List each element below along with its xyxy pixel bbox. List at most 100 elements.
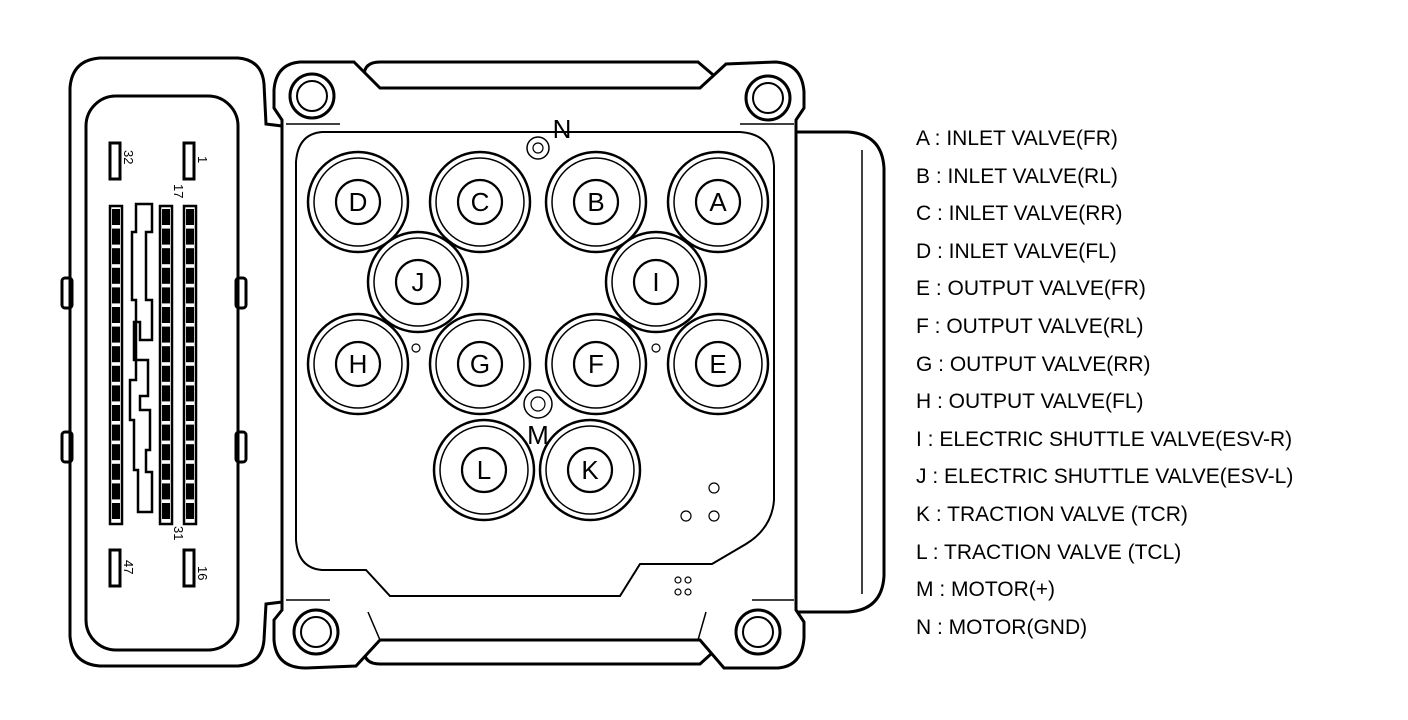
pin-contact [186,463,194,480]
connector-outer-shell [68,56,284,668]
valve-coil-ring [611,237,701,327]
pin-contact [162,326,170,343]
legend-item-j: J : ELECTRIC SHUTTLE VALVE(ESV-L) [916,465,1294,489]
connector-pin-rows [108,204,198,526]
valve-label-c: C [471,187,490,217]
mount-hole-bottom-left [300,616,332,648]
pin-contact [112,483,120,500]
valve-legend: A : INLET VALVE(FR) B : INLET VALVE(RL) … [916,120,1396,646]
valve-k: K [538,418,642,522]
pin-contact [186,209,194,225]
pin-contact [186,483,194,500]
valve-b: B [544,150,648,254]
motor-plus-terminal-inner [530,396,546,412]
pin-contact [112,267,120,284]
valve-label-j: J [412,267,425,297]
valve-l: L [432,418,536,522]
pin-contact [112,503,120,519]
motor-housing [778,130,886,614]
pin-contact [162,503,170,519]
valve-label-f: F [588,349,604,379]
legend-item-h: H : OUTPUT VALVE(FL) [916,390,1144,414]
pin-row-right [182,204,198,526]
pin-contact [112,365,120,382]
pin-contact [112,346,120,363]
pin-contact [186,385,194,402]
connector-clip-right-bottom [234,430,248,464]
mount-hole-top-right [752,82,784,114]
connector-clip-left-top [60,276,74,310]
pin-contact [162,287,170,304]
valve-stem-cap [460,446,508,494]
valve-stem-cap [694,178,742,226]
motor-gnd-marker: N [553,114,572,144]
pin-contact [162,483,170,500]
pin-1-label: 1 [195,156,210,163]
valve-stem-cap [456,178,504,226]
legend-item-i: I : ELECTRIC SHUTTLE VALVE(ESV-R) [916,427,1293,451]
pin-contact [186,365,194,382]
valve-block-bevel-right [697,123,794,641]
valve-block-bevel-left [286,123,381,641]
pin-contact [112,326,120,343]
valve-label-g: G [470,349,490,379]
connector-clip-right-top [234,276,248,310]
pin-contact [112,248,120,265]
pin-contact [186,346,194,363]
valve-stem-cap [334,340,382,388]
valve-label-b: B [587,187,604,217]
valve-coil-ring [435,319,525,409]
pin-contact [112,444,120,461]
valve-label-i: I [652,267,659,297]
pin-contact [162,463,170,480]
valve-coil-ring [439,425,529,515]
legend-item-a: A : INLET VALVE(FR) [916,127,1118,150]
pin-contact [162,405,170,421]
pin-contact [186,424,194,441]
valve-coil-ring [313,157,403,247]
pin-contact [186,405,194,421]
valve-stem-cap [456,340,504,388]
pin-contact [112,385,120,402]
valve-label-h: H [349,349,368,379]
valve-stem-cap [334,178,382,226]
pin-32-label: 32 [121,150,136,164]
pin-row-left [108,204,124,526]
valve-coil-ring [435,157,525,247]
valve-label-d: D [349,187,368,217]
motor-gnd-terminal-inner [532,142,544,154]
pin-contact [112,209,120,225]
pin-contact [162,424,170,441]
valve-label-a: A [709,187,727,217]
pin-contact [162,365,170,382]
mount-hole-top-left [296,80,328,112]
connector-keyway [128,202,154,514]
pin-contact [112,287,120,304]
pin-contact [186,267,194,284]
legend-item-d: D : INLET VALVE(FL) [916,239,1117,263]
pin-contact [162,385,170,402]
pin-contact [112,405,120,421]
pin-contact [162,267,170,284]
valve-stem-cap [694,340,742,388]
valve-coil-ring [373,237,463,327]
valve-f: F [544,312,648,416]
connector-clip-left-bottom [60,430,74,464]
valve-d: D [306,150,410,254]
valve-label-e: E [709,349,726,379]
pin-contact [112,424,120,441]
pin-contact [112,228,120,245]
pin-contact [186,326,194,343]
pin-contact [112,463,120,480]
valve-c: C [428,150,532,254]
pin-1-terminal [182,141,196,181]
pin-contact [112,307,120,323]
valve-block-inner-face [295,131,775,597]
pin-contact [162,228,170,245]
pin-31-label: 31 [171,526,186,540]
legend-item-c: C : INLET VALVE(RR) [916,202,1123,226]
connector-inner-face [84,94,240,652]
legend-item-k: K : TRACTION VALVE (TCR) [916,502,1188,526]
valve-coil-ring [673,157,763,247]
